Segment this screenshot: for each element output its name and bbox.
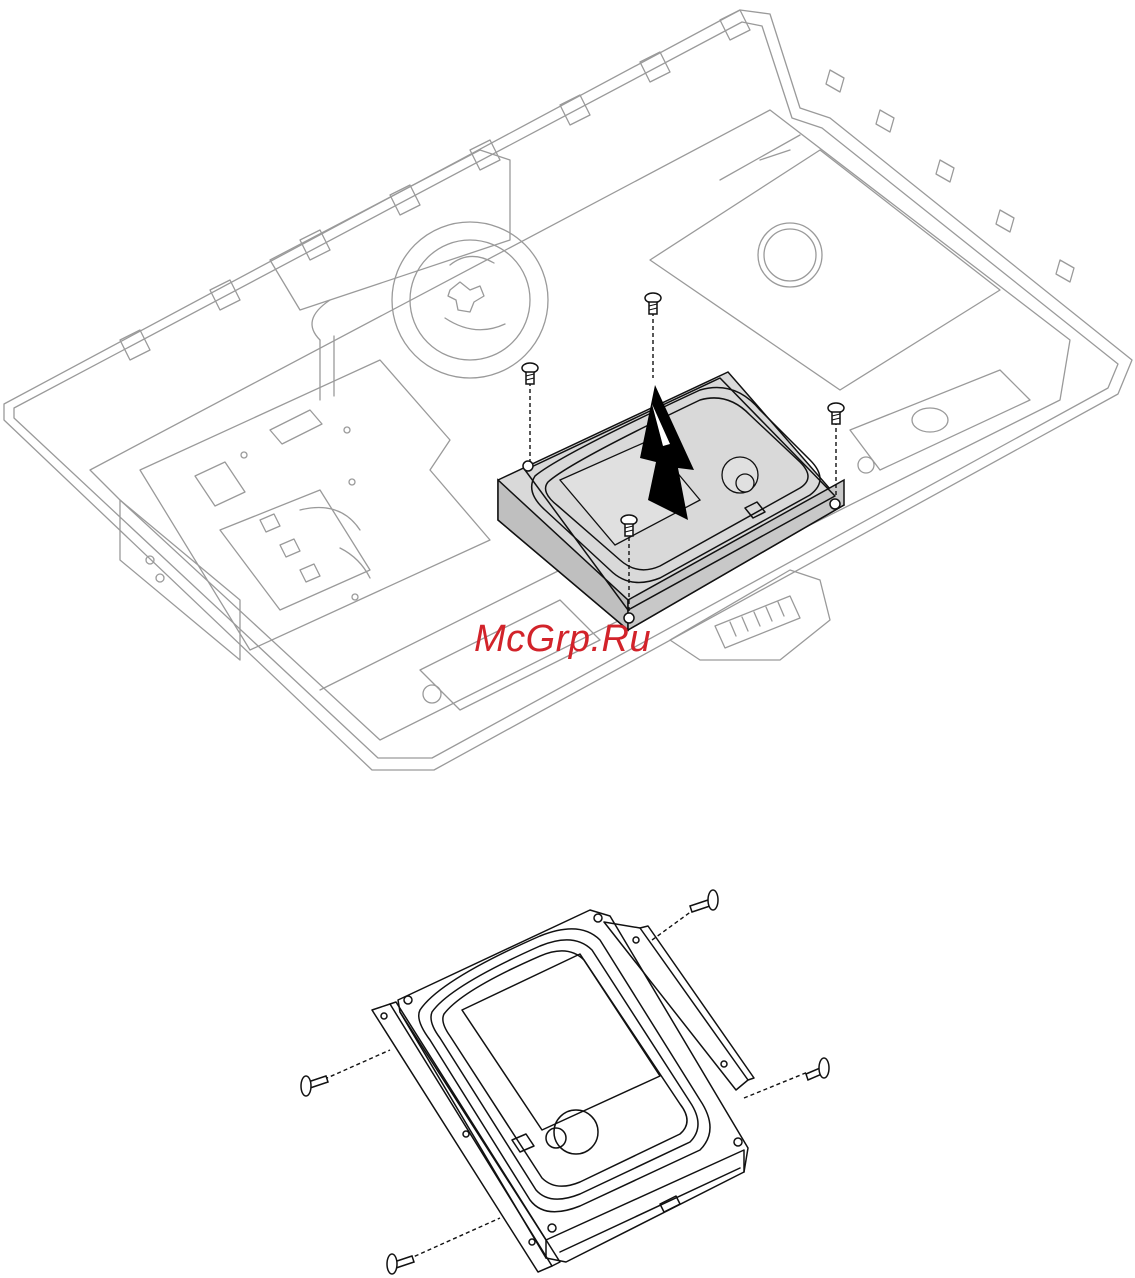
screw-icon bbox=[690, 890, 718, 912]
screw-icon bbox=[806, 1058, 829, 1080]
screw-icon bbox=[522, 363, 538, 384]
screw-icon bbox=[387, 1254, 414, 1274]
screw-icon bbox=[645, 293, 661, 314]
watermark-text: McGrp.Ru bbox=[474, 618, 651, 661]
screw-group-bottom bbox=[301, 890, 829, 1274]
screw-icon bbox=[828, 403, 844, 424]
screw-icon bbox=[301, 1076, 328, 1096]
drive-bracket-drawing bbox=[372, 910, 754, 1272]
